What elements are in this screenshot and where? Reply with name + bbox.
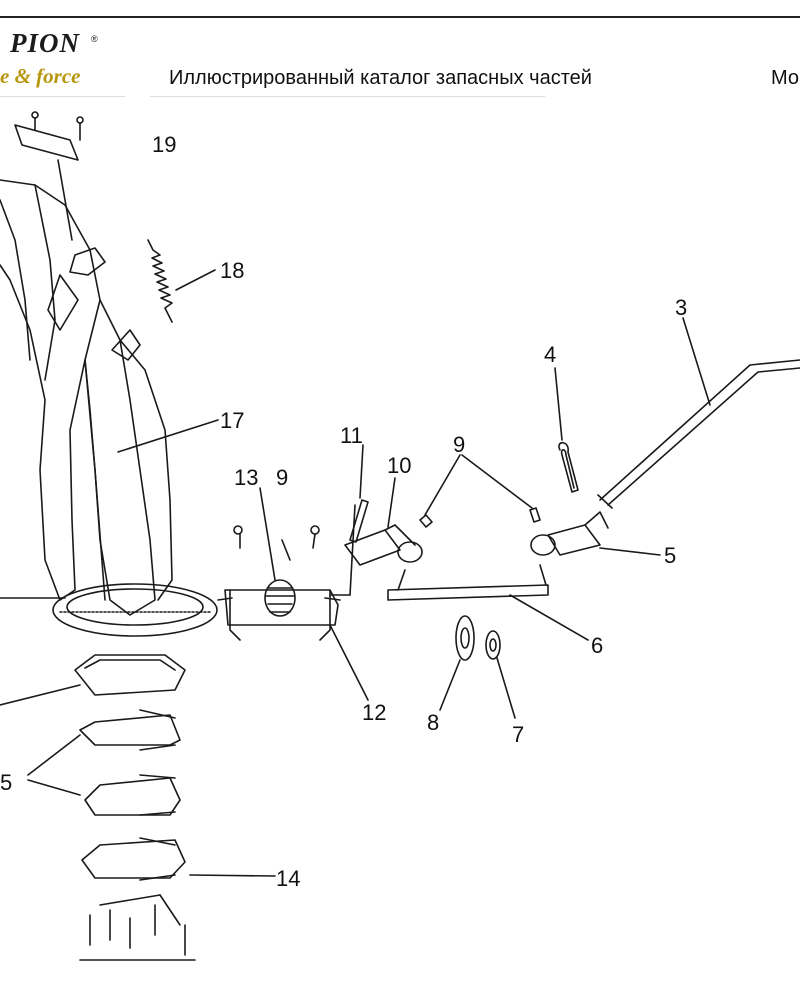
registered-mark: ®: [91, 34, 98, 44]
part-14-shim: [81, 837, 276, 881]
callout-19: 19: [152, 132, 176, 157]
callout-4: 4: [544, 342, 556, 367]
part-19-plate: [14, 111, 84, 241]
logo-divider: [0, 96, 125, 97]
brand-logo: PION: [10, 28, 80, 58]
header-rule: [0, 16, 800, 18]
part-11-pin: [349, 444, 369, 543]
callout-6: 6: [591, 633, 603, 658]
part-15-shims: [27, 709, 181, 816]
part-6-rod: [387, 564, 589, 641]
part-7-lock-washer: [485, 630, 516, 719]
part-10-universal-joint: [344, 477, 423, 566]
part-15-ring: [0, 654, 186, 706]
part-18-spring: [147, 239, 216, 323]
part-9-screws: [419, 454, 541, 528]
callout-11: 11: [340, 423, 363, 448]
callout-17: 17: [220, 408, 244, 433]
callout-5-right: 5: [664, 543, 676, 568]
callout-12: 12: [362, 700, 386, 725]
callout-7: 7: [512, 722, 524, 747]
callout-10: 10: [387, 453, 411, 478]
part-12-bracket: [217, 504, 369, 701]
chute-assembly: [0, 179, 218, 637]
part-8-washer: [439, 615, 475, 711]
model-label: Мо: [771, 67, 800, 89]
part-4-hairpin: [554, 367, 579, 493]
callout-8: 8: [427, 710, 439, 735]
part-5-universal-joint: [530, 511, 661, 556]
callout-3: 3: [675, 295, 687, 320]
callout-14: 14: [276, 866, 300, 891]
part-13-worm-gear: [233, 487, 320, 617]
callout-13: 13: [234, 465, 258, 490]
catalog-title: Иллюстрированный каталог запасных частей: [169, 67, 592, 89]
callout-9-left: 9: [276, 465, 288, 490]
title-divider: [150, 96, 545, 97]
part-3-handle-rod: [597, 317, 800, 509]
bolts-set: [79, 894, 196, 961]
callout-9-right: 9: [453, 432, 465, 457]
callout-15-left: 5: [0, 770, 12, 795]
callout-18: 18: [220, 258, 244, 283]
brand-tagline: e & force: [0, 64, 81, 88]
